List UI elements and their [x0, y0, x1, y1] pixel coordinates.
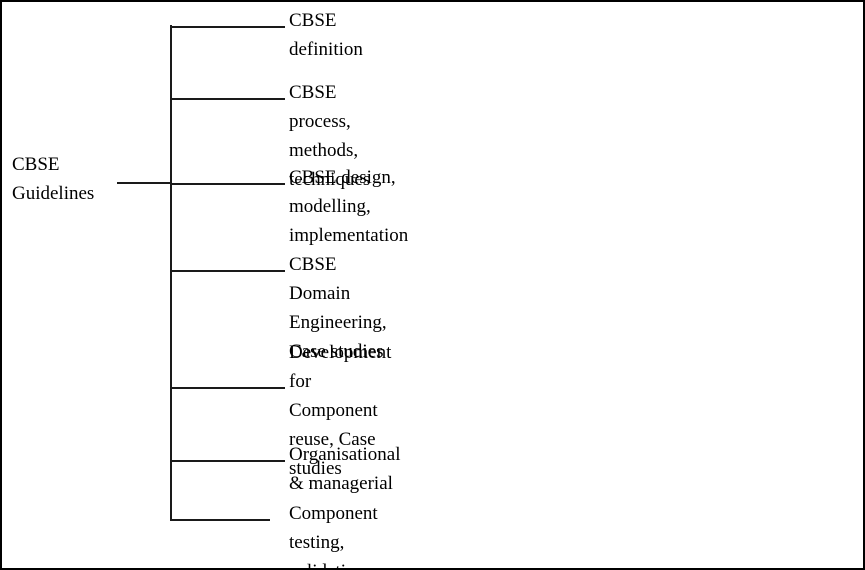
branch-connector-line: [170, 98, 285, 100]
branch-label: CBSE process, methods, techniques: [289, 82, 371, 190]
branch-connector-line: [170, 387, 285, 389]
branch-label: CBSE definition: [289, 10, 363, 60]
branch-label: CBSE design, modelling, implementation: [289, 167, 409, 246]
branch-connector-line: [170, 460, 285, 462]
branch-connector-line: [170, 183, 285, 185]
root-node-label: CBSE Guidelines: [12, 154, 95, 204]
branch-label: Development for Component reuse, Case st…: [289, 342, 392, 479]
branch-connector-line: [170, 26, 285, 28]
tree-spine-line: [170, 25, 172, 521]
branch-label: Organisational & managerial: [289, 444, 401, 494]
branch-connector-line: [170, 519, 270, 521]
branch-label: CBSE Domain Engineering, Case studies: [289, 254, 387, 362]
branch-label: Component testing, validation, certifica…: [289, 503, 378, 568]
branch-connector-line: [170, 270, 285, 272]
root-stem-line: [117, 182, 172, 184]
